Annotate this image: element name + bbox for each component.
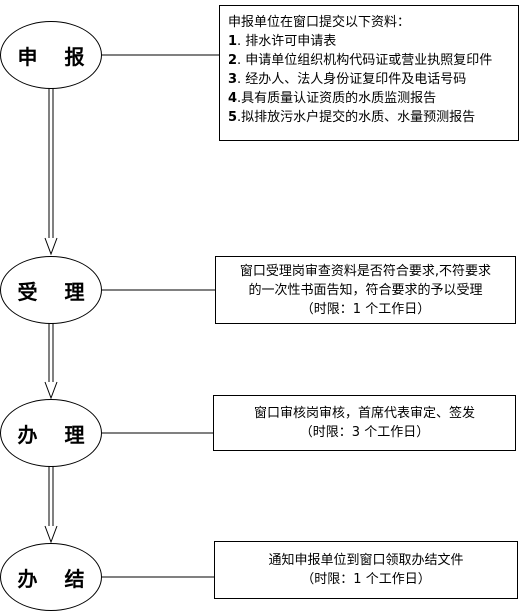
accept-line-1: 窗口受理岗审查资料是否符合要求,不符要求 [239, 263, 492, 279]
stage-label-apply: 申 报 [17, 44, 95, 69]
materials-item-2: 2. 申请单位组织机构代码证或营业执照复印件 [228, 53, 493, 68]
process-box: 窗口审核岗审核，首席代表审定、签发 （时限：3 个工作日） [213, 395, 516, 451]
complete-line-1: 通知申报单位到窗口领取办结文件 [268, 553, 464, 568]
materials-item-1: 1. 排水许可申请表 [228, 34, 337, 49]
arrow-down-3 [44, 466, 58, 544]
materials-item-3: 3. 经办人、法人身份证复印件及电话号码 [228, 72, 467, 87]
materials-intro: 申报单位在窗口提交以下资料： [228, 15, 411, 30]
stage-oval-apply: 申 报 [0, 21, 102, 89]
accept-box: 窗口受理岗审查资料是否符合要求,不符要求 的一次性书面告知，符合要求的予以受理 … [215, 256, 516, 324]
materials-box: 申报单位在窗口提交以下资料： 1. 排水许可申请表 2. 申请单位组织机构代码证… [219, 5, 519, 141]
stage-oval-accept: 受 理 [0, 256, 102, 324]
complete-time-limit: （时限：1 个工作日） [301, 572, 431, 587]
stage-oval-complete: 办 结 [0, 543, 102, 611]
process-line-1: 窗口审核岗审核，首席代表审定、签发 [253, 406, 475, 421]
process-time-limit: （时限：3 个工作日） [299, 425, 430, 440]
arrow-down-2 [44, 323, 58, 400]
accept-time-limit: （时限：1 个工作日） [300, 301, 431, 317]
stage-label-accept: 受 理 [17, 279, 95, 304]
materials-item-5: 5.拟排放污水户提交的水质、水量预测报告 [228, 110, 476, 125]
materials-item-4: 4.具有质量认证资质的水质监测报告 [228, 91, 437, 106]
accept-line-2: 的一次性书面告知，符合要求的予以受理 [248, 282, 483, 298]
stage-label-process: 办 理 [17, 422, 95, 447]
stage-label-complete: 办 结 [17, 566, 95, 591]
complete-box: 通知申报单位到窗口领取办结文件 （时限：1 个工作日） [214, 541, 518, 599]
arrow-down-1 [44, 88, 58, 256]
stage-oval-process: 办 理 [0, 399, 102, 467]
